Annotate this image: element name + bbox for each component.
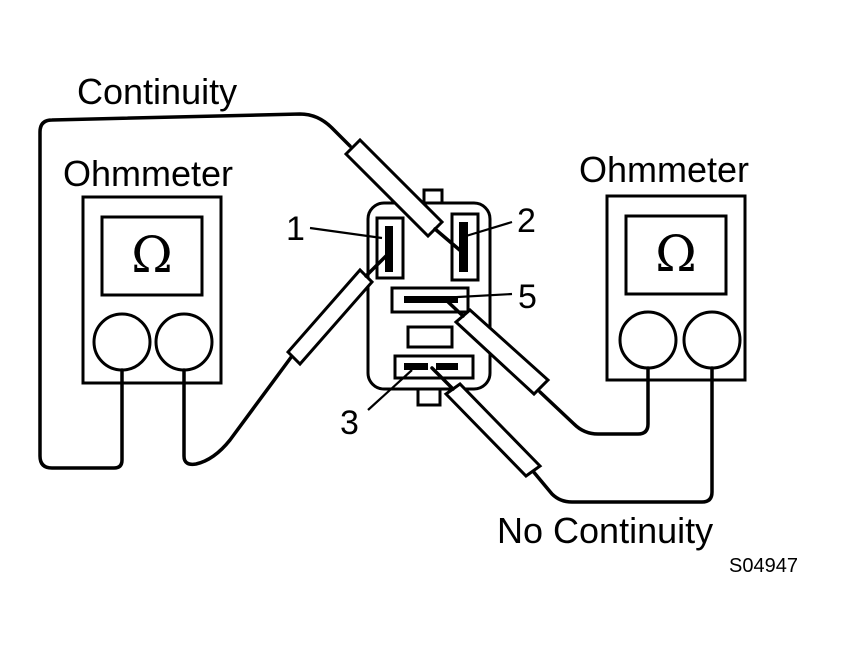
left-ohmmeter-display xyxy=(100,215,204,297)
left-ohm-symbol: Ω xyxy=(131,226,172,284)
left-return-wire xyxy=(182,354,294,467)
probe-terminal-5 xyxy=(444,298,551,397)
right-ohmmeter-display xyxy=(624,214,728,296)
probe-terminal-3 xyxy=(430,366,543,478)
left-ohmmeter-label: Ohmmeter xyxy=(63,153,233,194)
relay-terminal-3-pin xyxy=(404,363,428,370)
terminal-3-label: 3 xyxy=(340,404,359,442)
probe-terminal-1 xyxy=(285,250,392,367)
terminal-2-label: 2 xyxy=(517,202,536,240)
figure-code: S04947 xyxy=(729,555,798,577)
probe-terminal-3-handle xyxy=(443,382,543,478)
relay-terminal-5-pin xyxy=(404,296,458,303)
callout-line-1 xyxy=(309,226,383,240)
right-meter-wire-a xyxy=(538,366,650,436)
callout-line-3 xyxy=(367,369,413,411)
probe-terminal-1-tip xyxy=(364,250,392,278)
relay-terminal-2-pin xyxy=(459,222,468,272)
left-ohmmeter-terminal-a xyxy=(92,312,152,372)
probe-terminal-1-handle xyxy=(285,267,375,367)
right-ohmmeter-terminal-a xyxy=(618,310,678,370)
relay-terminal-3-slot xyxy=(393,354,475,380)
relay-terminal-1-pin xyxy=(385,226,393,272)
right-ohmmeter-label: Ohmmeter xyxy=(579,149,749,190)
left-ohmmeter: Ω xyxy=(81,195,223,385)
probe-terminal-5-handle xyxy=(453,308,551,397)
callout-line-5 xyxy=(439,292,513,300)
probe-terminal-2 xyxy=(343,137,464,254)
probe-terminal-2-tip xyxy=(433,227,464,254)
no-continuity-label: No Continuity xyxy=(497,510,713,551)
right-ohm-symbol: Ω xyxy=(655,225,696,283)
continuity-wire xyxy=(38,112,352,470)
continuity-label: Continuity xyxy=(77,71,237,112)
no-continuity-wire xyxy=(530,366,714,504)
probe-terminal-2-handle xyxy=(343,137,445,239)
terminal-1-label: 1 xyxy=(286,210,305,248)
left-ohmmeter-terminal-b xyxy=(154,312,214,372)
callout-line-2 xyxy=(465,220,513,238)
right-ohmmeter-terminal-b xyxy=(682,310,742,370)
relay-middle-slot xyxy=(406,325,454,349)
right-ohmmeter: Ω xyxy=(605,194,747,382)
relay-terminal-4-pin xyxy=(436,363,458,370)
terminal-5-label: 5 xyxy=(518,278,537,316)
probe-terminal-5-tip xyxy=(444,298,465,318)
probe-terminal-3-tip xyxy=(430,366,455,391)
